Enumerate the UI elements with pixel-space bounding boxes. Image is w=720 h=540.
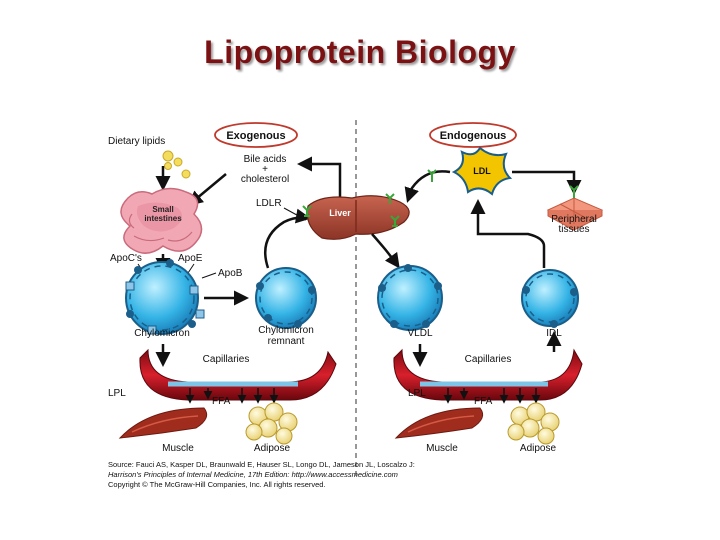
adipose-illustration-exogenous [245,402,298,445]
peripheral-tissues-label-2: tissues [558,224,589,235]
lpl-endogenous-label: LPL [408,388,426,399]
source-line-2: Harrison's Principles of Internal Medici… [108,470,398,479]
source-line-1: Source: Fauci AS, Kasper DL, Braunwald E… [108,460,415,469]
capillaries-endogenous-label: Capillaries [465,354,512,365]
small-intestines-label-2: intestines [144,214,182,223]
ldlr-label: LDLR [256,198,282,209]
chylomicron-particle [125,259,205,335]
lipoprotein-pathway-diagram: Exogenous Dietary lipids Bile acids + ch… [108,120,604,489]
liver-illustration [306,195,410,240]
ldl-label: LDL [473,166,491,176]
chylomicron-label: Chylomicron [134,328,190,339]
adipose-endogenous-label: Adipose [520,443,557,454]
bile-acids-label: Bile acids [244,154,287,165]
dietary-lipids-label: Dietary lipids [108,136,165,147]
ffa-endogenous-label: FFA [474,396,493,407]
capillary-endogenous [393,348,583,401]
capillary-exogenous [139,348,337,401]
exogenous-header: Exogenous [226,130,285,142]
adipose-exogenous-label: Adipose [254,443,291,454]
ldl-particle [451,146,513,196]
cholesterol-label: cholesterol [241,174,289,185]
vldl-particle [377,264,443,331]
exogenous-header-ellipse [214,122,298,148]
apoe-label: ApoE [178,253,203,264]
ldl-receptors-liver [302,193,400,227]
muscle-endogenous-label: Muscle [426,443,458,454]
lipid-droplets [162,150,191,179]
capillaries-exogenous-label: Capillaries [203,354,250,365]
source-line-3: Copyright © The McGraw-Hill Companies, I… [108,480,326,489]
chylomicron-remnant-particle [255,267,317,329]
endogenous-header-ellipse [429,122,517,148]
apocs-label: ApoC's [110,253,142,264]
small-intestines-label-1: Small [152,205,173,214]
vldl-label: VLDL [407,328,432,339]
adipose-illustration-endogenous [507,402,560,445]
small-intestine-illustration [120,187,203,254]
peripheral-tissues-label-1: Peripheral [551,214,597,225]
lpl-exogenous-label: LPL [108,388,126,399]
muscle-illustration-exogenous [118,407,208,439]
apob-label: ApoB [218,268,243,279]
liver-label: Liver [329,208,351,218]
idl-particle [521,269,579,328]
slide-title: Lipoprotein Biology [204,34,516,70]
bile-acids-plus: + [262,164,268,175]
endogenous-header: Endogenous [440,130,507,142]
muscle-illustration-endogenous [394,407,484,439]
chylomicron-remnant-label-2: remnant [268,336,305,347]
ldl-receptor-top [427,169,437,182]
ldl-receptor-peripheral [569,185,579,198]
ffa-exogenous-label: FFA [212,396,231,407]
chylomicron-remnant-label-1: Chylomicron [258,325,314,336]
muscle-exogenous-label: Muscle [162,443,194,454]
peripheral-tissues-illustration [546,197,604,231]
